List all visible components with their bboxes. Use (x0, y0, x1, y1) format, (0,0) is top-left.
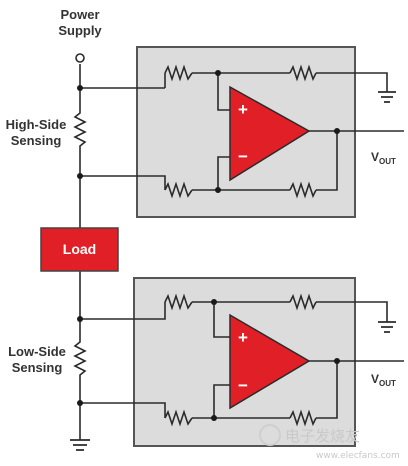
resistor-top-feedback2 (289, 181, 317, 199)
opamp-bottom-plus: + (238, 328, 248, 347)
watermark-logo-icon (259, 424, 281, 446)
resistor-top-in2 (164, 181, 193, 199)
resistor-bottom-in2 (164, 409, 193, 427)
ground-icon-bottom-left (70, 439, 90, 451)
vout-top-sub: OUT (379, 157, 396, 166)
power-supply-label-line1: Power (60, 7, 99, 22)
watermark: 电子发烧友 www.elecfans.com (259, 424, 400, 461)
vout-bottom-main: V (371, 372, 379, 386)
wires (73, 64, 404, 440)
watermark-url: www.elecfans.com (316, 451, 400, 461)
ground-icon-top-right (378, 91, 396, 103)
low-side-sense-resistor (73, 314, 87, 420)
load-label: Load (63, 241, 96, 257)
high-side-label-line2: Sensing (11, 133, 62, 148)
vout-top-label: VOUT (371, 150, 396, 166)
low-side-label-line1: Low-Side (8, 344, 66, 359)
vout-top-main: V (371, 150, 379, 164)
resistor-bottom-feedback2 (289, 409, 317, 427)
resistor-bottom-feedback (289, 293, 317, 311)
resistor-top-in (164, 64, 193, 82)
resistor-top-feedback (289, 64, 317, 82)
opamp-top-plus: + (238, 100, 248, 119)
vout-bottom-sub: OUT (379, 379, 396, 388)
opamp-top-icon (229, 85, 311, 182)
high-side-sense-resistor (73, 88, 87, 228)
ground-icon-bottom-right (378, 321, 396, 333)
opamp-bottom-minus: − (238, 376, 248, 395)
load-block (40, 227, 119, 272)
junction-dots (77, 70, 340, 421)
vout-bottom-label: VOUT (371, 372, 396, 388)
low-side-label-line2: Sensing (12, 360, 63, 375)
power-terminal-icon (75, 53, 85, 63)
opamp-bottom-icon (229, 313, 311, 410)
power-supply-label-line2: Supply (58, 23, 102, 38)
resistor-bottom-in (164, 293, 193, 311)
high-side-label-line1: High-Side (6, 117, 67, 132)
opamp-top-minus: − (238, 147, 248, 166)
watermark-text: 电子发烧友 (285, 427, 360, 445)
